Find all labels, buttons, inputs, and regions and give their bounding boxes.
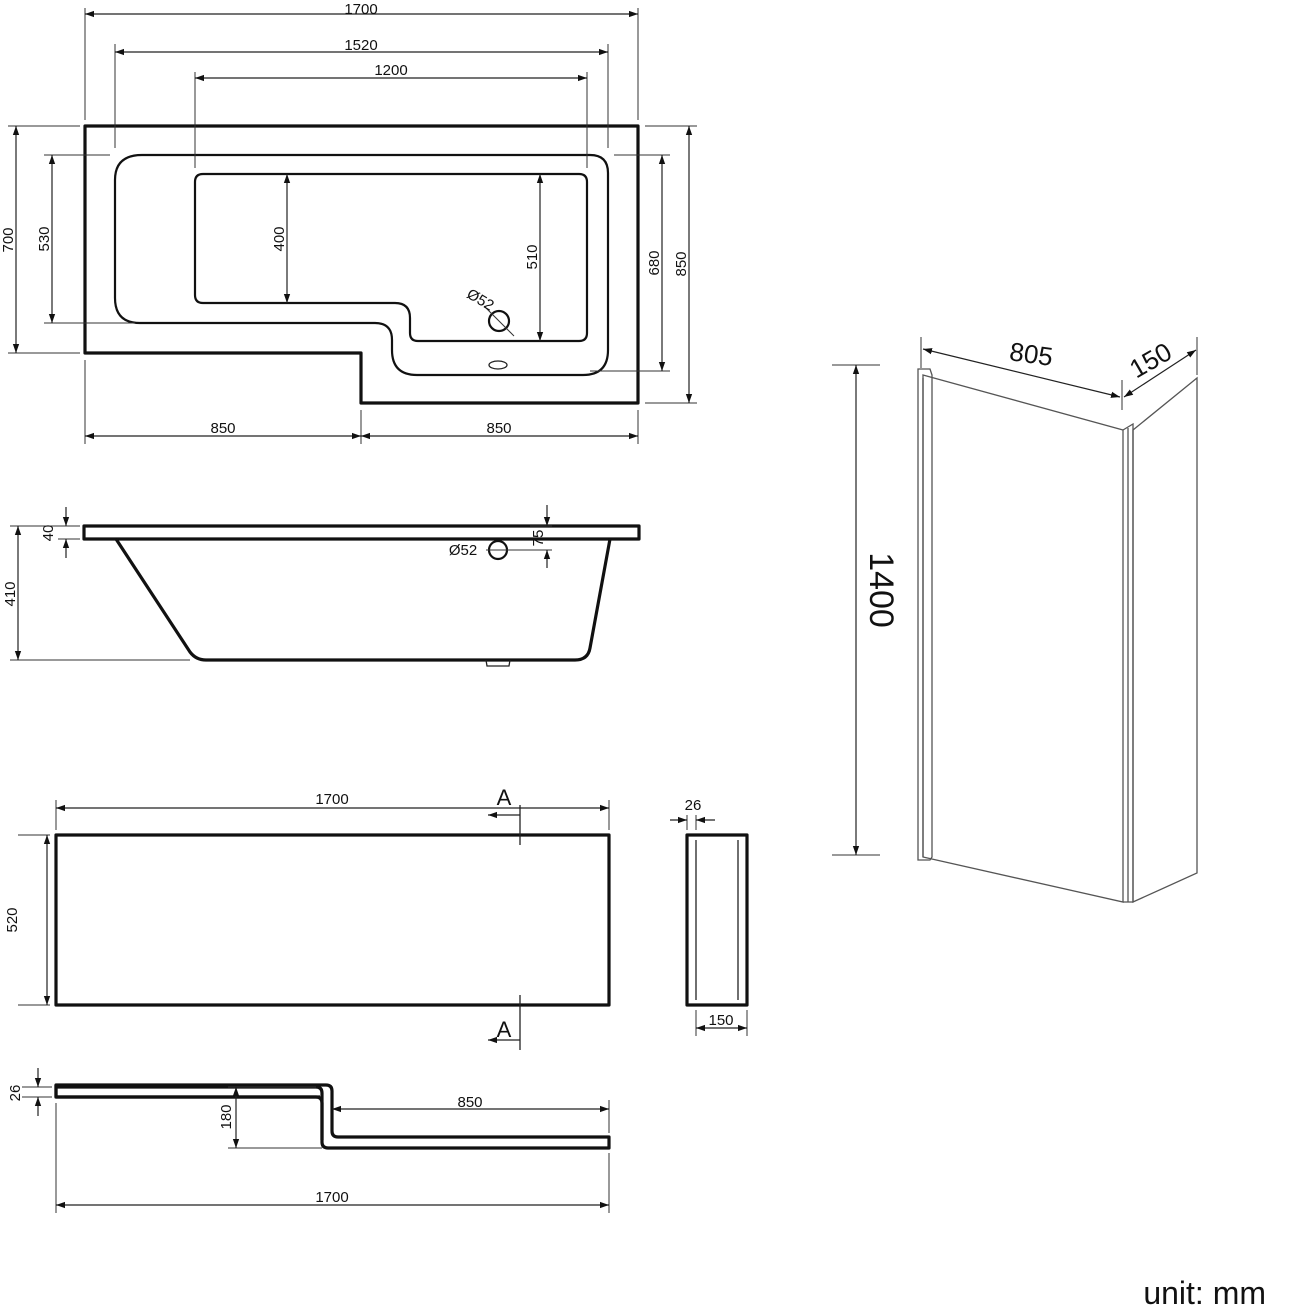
bath-inner-rim (113, 153, 610, 377)
dim-return-depth: 180 (218, 1104, 235, 1129)
bath-bowl (193, 172, 589, 343)
bath-foot (485, 659, 511, 667)
dim-depth: 410 (2, 581, 19, 606)
dim-overall-width-shower: 850 (673, 251, 690, 276)
bath-side-view: Ø52 75 40 410 (2, 505, 641, 667)
dim-panel-height: 520 (4, 907, 21, 932)
screen-hinge-profile (917, 368, 933, 861)
overflow-outlet (488, 360, 508, 370)
bath-rim (82, 524, 641, 541)
dim-bowl-width-right: 510 (524, 244, 541, 269)
dim-bowl-width-left: 400 (271, 226, 288, 251)
dim-screen-width: 805 (1008, 336, 1055, 372)
dim-bowl-length: 1200 (374, 62, 407, 79)
dim-return-length: 850 (457, 1094, 482, 1111)
bath-top-view: Ø52 1700 1520 1200 700 530 400 510 680 (0, 1, 697, 444)
bath-outline (83, 124, 640, 405)
dim-inner-length: 1520 (344, 37, 377, 54)
dim-waste-offset: 75 (530, 530, 547, 547)
dim-overall-width: 700 (0, 227, 17, 252)
dim-left-section: 850 (210, 420, 235, 437)
dim-rim-thickness: 40 (40, 525, 57, 542)
dim-panel-length: 1700 (315, 791, 348, 808)
bath-body (114, 538, 612, 662)
side-waste-diameter: Ø52 (449, 542, 477, 559)
dim-plan-thickness: 26 (7, 1085, 24, 1102)
dim-section-thickness: 26 (685, 797, 702, 814)
panel-plan-view: 26 180 850 1700 (7, 1068, 611, 1213)
screen-main-panel (922, 374, 1124, 903)
section-marker-bottom: A (497, 1017, 512, 1042)
dim-section-depth: 150 (708, 1012, 733, 1029)
dim-screen-return-width: 150 (1124, 336, 1177, 384)
dim-inner-width: 530 (36, 226, 53, 251)
dim-inner-width-shower: 680 (646, 250, 663, 275)
section-marker-top: A (497, 785, 512, 810)
dim-overall-length: 1700 (344, 1, 377, 18)
shower-screen-view: 805 150 1400 (832, 336, 1198, 904)
front-panel-view: 1700 520 A A 26 150 (4, 785, 749, 1050)
front-panel (54, 833, 611, 1007)
screen-return-panel (1132, 376, 1198, 904)
dim-right-section: 850 (486, 420, 511, 437)
dim-plan-overall-length: 1700 (315, 1189, 348, 1206)
l-shape-panel (54, 1083, 611, 1150)
waste-diameter-label: Ø52 (464, 286, 497, 315)
waste-hole (487, 309, 511, 333)
dim-screen-height: 1400 (862, 552, 900, 628)
unit-label: unit: mm (1143, 1275, 1266, 1311)
panel-section (685, 833, 749, 1007)
